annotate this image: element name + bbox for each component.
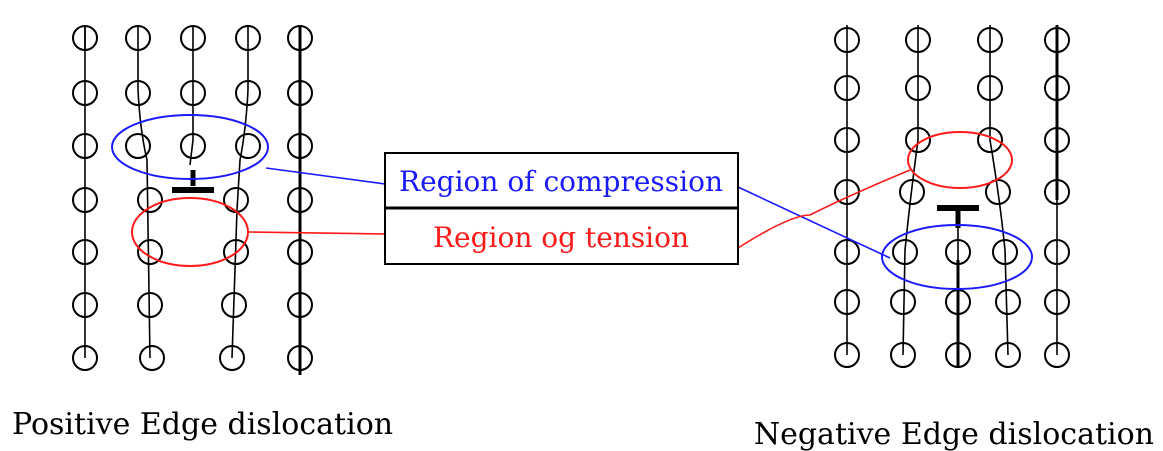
lattice-plane: [189, 25, 194, 166]
atom-column: [945, 239, 971, 368]
lattice-plane: [902, 25, 919, 356]
tension-region-ellipse: [131, 197, 249, 267]
atom-column: [125, 25, 165, 371]
atom-column: [72, 25, 98, 371]
positive-dislocation-lattice: [72, 25, 313, 375]
atom-column: [890, 27, 931, 368]
lattice-plane: [137, 25, 151, 359]
tension-label: Region og tension: [433, 221, 689, 254]
atom-column: [1044, 27, 1070, 368]
compression-region-ellipse: [111, 114, 269, 180]
negative-caption: Negative Edge dislocation: [754, 417, 1154, 451]
atom-column: [834, 27, 860, 368]
tension-connector-right: [737, 169, 911, 249]
positive-caption: Positive Edge dislocation: [12, 407, 393, 442]
tension-connector-left: [247, 231, 386, 235]
compression-region-ellipse: [881, 224, 1033, 290]
atom-column: [287, 25, 313, 371]
atom-column: [219, 25, 261, 371]
region-label-box: Region of compression Region og tension: [384, 152, 739, 265]
compression-label: Region of compression: [399, 165, 723, 198]
negative-dislocation-lattice: [834, 25, 1070, 368]
lattice-plane: [989, 25, 1009, 356]
dislocation-symbol: [172, 170, 214, 193]
lattice-plane: [231, 25, 249, 359]
compression-connector-right: [737, 186, 891, 259]
tension-region-ellipse: [907, 131, 1013, 189]
atom-column: [180, 25, 206, 159]
compression-connector-left: [265, 167, 386, 185]
